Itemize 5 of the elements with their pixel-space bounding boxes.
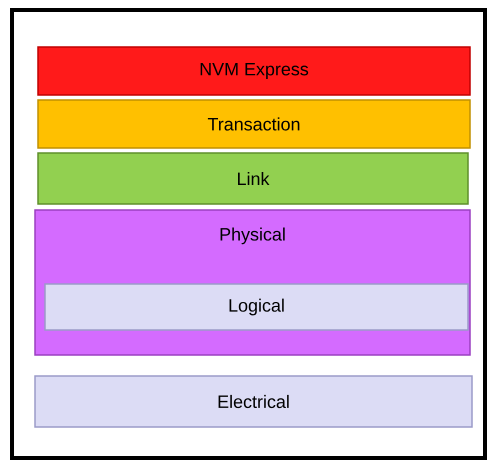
- layer-box: Logical: [44, 283, 469, 331]
- layer-box: Link: [37, 152, 469, 205]
- layer-box: NVM Express: [37, 46, 471, 96]
- layer-box: Transaction: [37, 99, 471, 149]
- layer-box: Electrical: [34, 375, 473, 428]
